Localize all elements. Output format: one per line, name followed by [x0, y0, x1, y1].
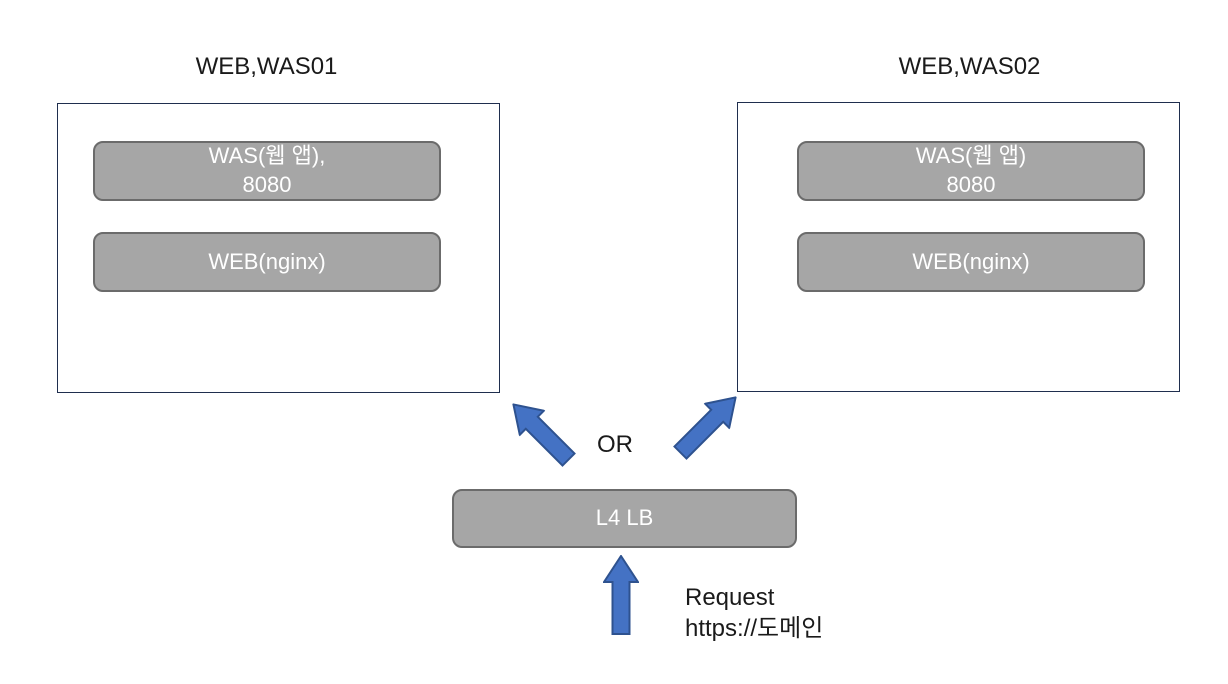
server2-web-node: WEB(nginx)	[797, 232, 1145, 292]
server1-web-label: WEB(nginx)	[208, 248, 326, 274]
server2-was-label-line2: 8080	[946, 172, 996, 197]
request-label-line2: https://도메인	[685, 615, 824, 642]
server2-was-label-line1: WAS(웹 앱)	[915, 143, 1027, 169]
arrow-up-right-icon	[672, 396, 737, 461]
request-label: Request https://도메인	[685, 582, 823, 644]
server1-was-node: WAS(웹 앱), 8080	[93, 141, 441, 201]
load-balancer-node: L4 LB	[452, 489, 797, 548]
or-label: OR	[597, 431, 633, 458]
server2-web-label: WEB(nginx)	[912, 248, 1030, 274]
server2-title: WEB,WAS02	[898, 53, 1041, 80]
server1-was-label-line2: 8080	[242, 172, 292, 197]
server1-title: WEB,WAS01	[195, 53, 338, 80]
request-label-line1: Request	[685, 584, 775, 611]
load-balancer-label: L4 LB	[595, 505, 654, 531]
arrow-up-left-icon	[512, 403, 577, 468]
arrow-up-icon	[603, 555, 639, 635]
server1-web-node: WEB(nginx)	[93, 232, 441, 292]
server2-was-node: WAS(웹 앱) 8080	[797, 141, 1145, 201]
server1-was-label-line1: WAS(웹 앱),	[208, 143, 326, 169]
